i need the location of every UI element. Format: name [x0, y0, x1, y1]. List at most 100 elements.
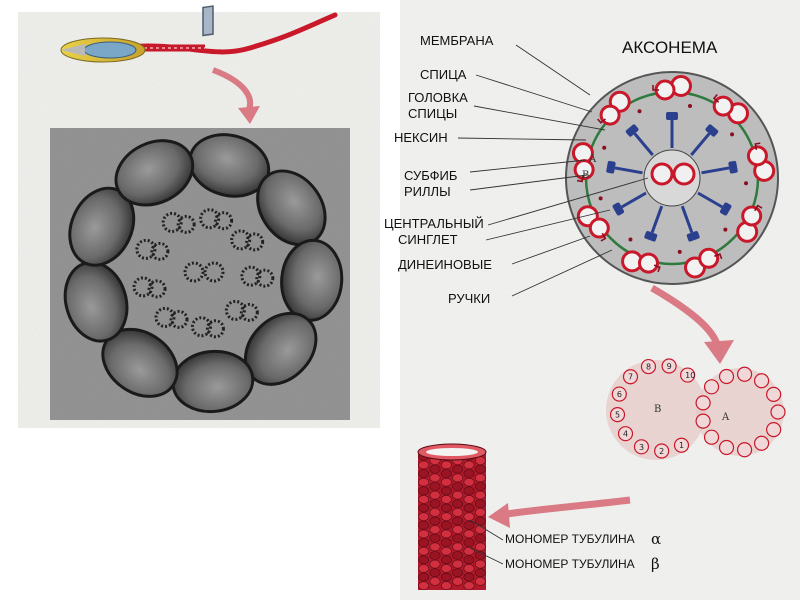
tubulin-alpha [463, 529, 475, 539]
nexin-link [677, 249, 682, 254]
tubulin-alpha [440, 512, 452, 521]
micrograph-doublet [132, 276, 154, 298]
radial-spoke [701, 166, 730, 175]
tubulin-beta [463, 503, 475, 513]
tubulin-beta [418, 538, 430, 547]
protofilament-number: 1 [679, 441, 684, 450]
tubulin-beta [418, 572, 430, 582]
protofilament-number: 4 [623, 430, 628, 439]
micrograph-doublet [150, 241, 170, 261]
label-dynein-line2: РУЧКИ [448, 291, 490, 306]
tubulin-beta [474, 499, 486, 509]
label-dynein-line1: ДИНЕИНОВЫЕ [398, 257, 492, 272]
protofilament-b [640, 358, 657, 375]
tubulin-alpha [452, 508, 464, 517]
tubulin-alpha [429, 490, 441, 500]
protofilament-number: 6 [617, 390, 622, 399]
protofilament-a [753, 435, 770, 451]
protofilament-a [770, 404, 786, 420]
protofilament-a [718, 439, 735, 456]
tubulin-alpha [474, 542, 486, 552]
tubulin-alpha [418, 529, 430, 539]
tubulin-alpha [463, 564, 475, 573]
protofilament-b [611, 386, 627, 402]
spoke-head [728, 160, 738, 174]
tubulin-alpha [452, 490, 464, 500]
micrograph-doublet [240, 265, 262, 287]
tubulin-alpha [463, 512, 475, 521]
micrograph-doublet [230, 229, 252, 251]
micrograph-doublet [224, 299, 246, 321]
micrograph-doublet [147, 279, 167, 299]
axoneme-subfiber-a-label: A [588, 154, 597, 165]
subfiber-a [588, 217, 610, 239]
protofilament-number: 2 [659, 447, 664, 456]
tubulin-alpha [474, 577, 486, 586]
arrow-to-doublet [650, 284, 734, 364]
dynein-arm [754, 204, 763, 212]
label-spoke-head-line1: ГОЛОВКА [408, 90, 468, 105]
dynein-arm [712, 94, 720, 103]
subfiber-b-label: B [654, 404, 661, 415]
tubulin-alpha [440, 546, 452, 556]
tubulin-alpha [418, 460, 430, 470]
protofilament-number: 8 [646, 363, 651, 372]
tubulin-alpha [463, 495, 475, 504]
protofilament-a [736, 366, 753, 382]
dynein-arm [576, 175, 584, 183]
subfiber-a-label: A [721, 412, 730, 423]
spoke-head [644, 231, 658, 242]
protofilament-a [766, 386, 782, 402]
tubulin-beta [474, 568, 486, 578]
protofilament-a [766, 422, 782, 438]
beta-symbol: β [651, 555, 660, 573]
micrograph-doublet [214, 211, 234, 231]
dynein-arm [653, 264, 661, 273]
tubulin-beta [429, 516, 441, 526]
nexin-link [744, 181, 749, 186]
tubulin-beta [440, 469, 452, 478]
protofilament-number: 9 [667, 362, 672, 371]
micrograph-doublet [176, 214, 196, 234]
protofilament-b [680, 367, 696, 383]
tubulin-alpha [452, 473, 464, 483]
tubulin-alpha [418, 546, 430, 556]
tubulin-beta [452, 464, 464, 474]
micrograph-doublet [255, 268, 275, 288]
micrograph-doublet [199, 208, 221, 230]
tubulin-beta [463, 572, 475, 582]
tubulin-alpha [440, 477, 452, 487]
tubulin-beta [418, 469, 430, 478]
micrograph-lobe [114, 139, 195, 207]
tubulin-alpha [429, 559, 441, 569]
tubulin-alpha [429, 473, 441, 483]
subfiber-a [741, 205, 763, 227]
electron-micrograph [50, 128, 350, 420]
protofilament-b [622, 369, 639, 385]
protofilament-number: 10 [685, 371, 695, 380]
tubulin-beta [452, 516, 464, 526]
tubulin-beta [418, 555, 430, 565]
central-singlet-left [650, 162, 674, 186]
tubulin-beta [418, 503, 430, 513]
protofilament-b [661, 358, 677, 374]
tubulin-label-lines [469, 519, 504, 565]
radial-spoke [614, 166, 643, 175]
spoke-head [625, 124, 639, 137]
tubulin-alpha [418, 564, 430, 573]
label-leader-lines [457, 44, 649, 297]
spoke-head [666, 112, 678, 120]
tubulin-beta [440, 520, 452, 530]
protofilament-b [654, 443, 670, 459]
subfiber-a [746, 145, 768, 167]
tubulin-beta [452, 482, 464, 491]
tubulin-alpha [463, 477, 475, 487]
nexin-link [628, 237, 633, 242]
protofilament-a [718, 368, 735, 385]
label-subfibrils-line1: СУБФИБ [404, 168, 457, 183]
tubulin-alpha [463, 546, 475, 556]
tubulin-alpha [440, 529, 452, 539]
nexin-link [723, 227, 728, 232]
tubulin-alpha [418, 581, 430, 590]
